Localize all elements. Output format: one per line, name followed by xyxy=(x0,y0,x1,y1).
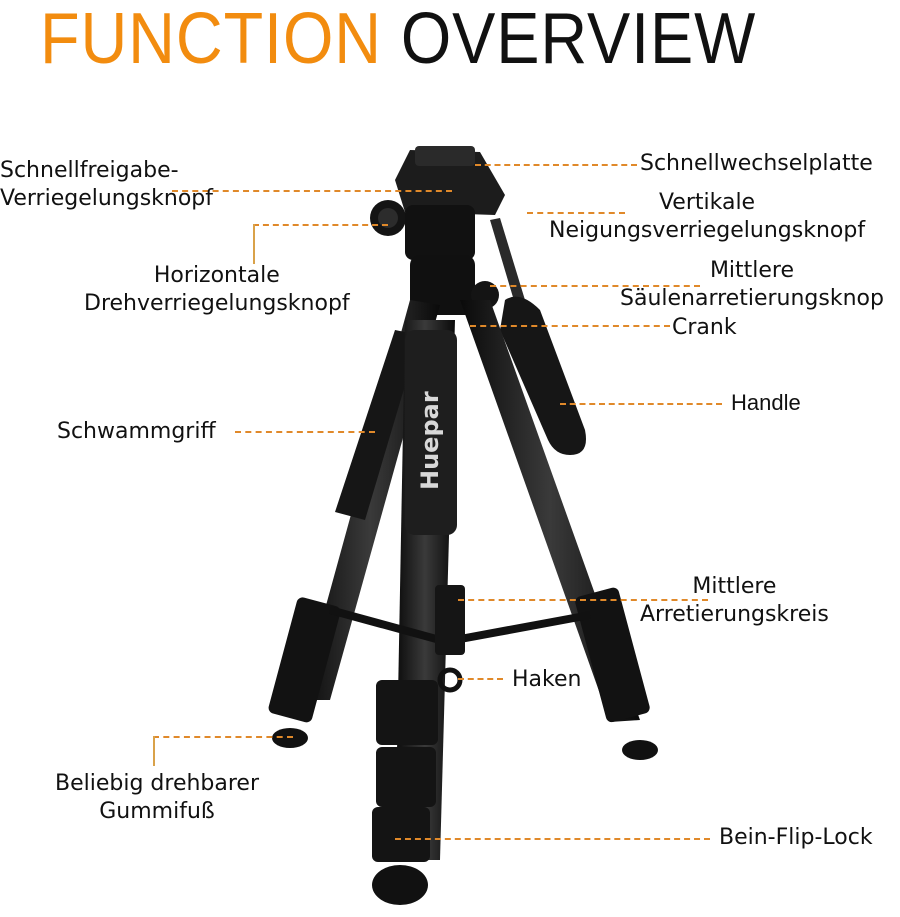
label-center-column-lock: Mittlere Säulenarretierungsknop xyxy=(620,257,884,313)
leader-line-quick-release-lock xyxy=(172,190,452,192)
label-hook: Haken xyxy=(512,667,582,692)
leader-line-sponge-grip xyxy=(235,431,375,433)
leader-line-horizontal-pan-lock xyxy=(253,224,388,226)
leader-line-hook xyxy=(458,678,503,680)
label-sponge-grip: Schwammgriff xyxy=(57,419,216,444)
leader-line-leg-flip-lock xyxy=(395,838,710,840)
label-line: Beliebig drehbarer xyxy=(55,771,260,796)
label-quick-release-lock: Schnellfreigabe- Verriegelungsknopf xyxy=(0,157,213,213)
leader-vline-horizontal-pan-lock xyxy=(253,224,255,264)
label-line: Gummifuß xyxy=(99,799,215,824)
leader-line-center-locking-ring xyxy=(458,599,708,601)
label-handle: Handle xyxy=(731,390,801,415)
label-line: Neigungsverriegelungsknopf xyxy=(549,218,866,243)
label-line: Drehverriegelungsknopf xyxy=(84,291,350,316)
label-line: Mittlere xyxy=(709,258,795,283)
page-title: FUNCTION OVERVIEW xyxy=(40,0,756,80)
brand-logo: Huepar xyxy=(416,391,444,490)
label-horizontal-pan-lock: Horizontale Drehverriegelungsknopf xyxy=(84,262,350,318)
title-word-function: FUNCTION xyxy=(40,0,382,79)
leader-line-rubber-foot xyxy=(153,736,293,738)
leader-line-crank xyxy=(470,325,670,327)
label-line: Schnellfreigabe- xyxy=(0,158,179,183)
label-line: Arretierungskreis xyxy=(640,602,829,627)
label-center-locking-ring: Mittlere Arretierungskreis xyxy=(640,573,829,629)
label-line: Säulenarretierungsknop xyxy=(620,286,884,311)
label-rubber-foot: Beliebig drehbarer Gummifuß xyxy=(55,770,259,826)
leader-vline-rubber-foot xyxy=(153,736,155,766)
label-leg-flip-lock: Bein-Flip-Lock xyxy=(719,825,873,850)
label-crank: Crank xyxy=(672,315,737,340)
leader-line-vertical-tilt-lock xyxy=(527,212,625,214)
leader-line-handle xyxy=(560,403,722,405)
label-line: Verriegelungsknopf xyxy=(0,186,214,211)
label-line: Horizontale xyxy=(153,263,280,288)
title-word-overview: OVERVIEW xyxy=(400,0,757,79)
label-vertical-tilt-lock: Vertikale Neigungsverriegelungsknopf xyxy=(549,189,865,245)
label-line: Mittlere xyxy=(692,574,777,599)
label-quick-release-plate: Schnellwechselplatte xyxy=(640,151,873,176)
leader-line-center-column-lock xyxy=(490,285,700,287)
leader-line-quick-release-plate xyxy=(475,164,637,166)
label-line: Vertikale xyxy=(658,190,756,215)
